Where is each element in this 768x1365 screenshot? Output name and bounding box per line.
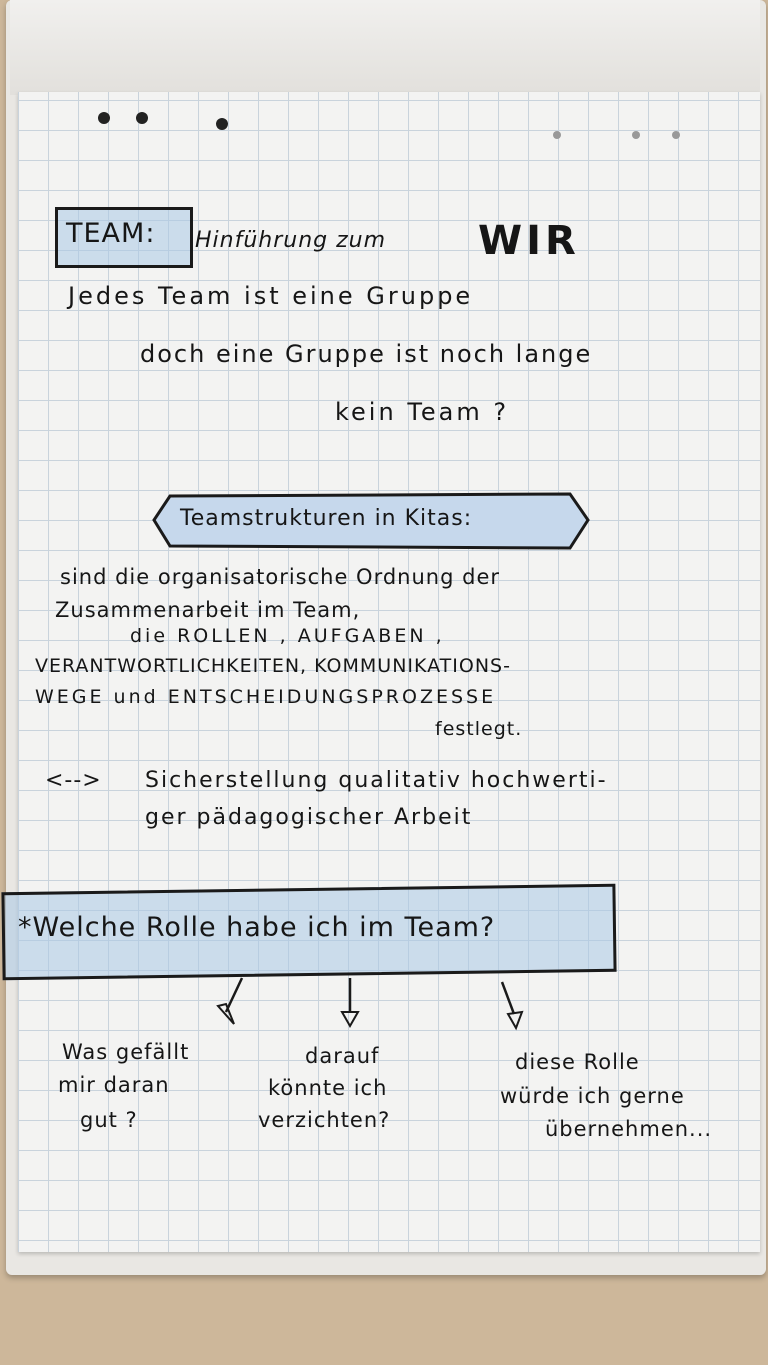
definition-line-4: VERANTWORTLICHKEITEN, KOMMUNIKATIONS- xyxy=(35,655,511,677)
team-label: TEAM: xyxy=(66,218,156,249)
definition-line-1: sind die organisatorische Ordnung der xyxy=(60,565,500,589)
punch-hole xyxy=(136,112,148,124)
definition-line-2: Zusammenarbeit im Team, xyxy=(55,598,361,622)
punch-hole xyxy=(632,131,640,139)
punch-hole xyxy=(216,118,228,130)
arrow-left-head xyxy=(216,1002,235,1025)
branch-2-line-2: könnte ich xyxy=(268,1076,388,1100)
branch-2-line-1: darauf xyxy=(305,1044,380,1068)
punch-hole xyxy=(98,112,110,124)
banner-text: Teamstrukturen in Kitas: xyxy=(180,506,473,531)
intro-line-2: doch eine Gruppe ist noch lange xyxy=(140,340,593,368)
arrow-right-head xyxy=(506,1010,524,1031)
heading-wir: WIR xyxy=(478,218,580,264)
flipchart-top-fold xyxy=(10,0,760,95)
branch-3-line-3: übernehmen... xyxy=(545,1117,713,1141)
banner-shape xyxy=(152,492,590,550)
branch-1-line-2: mir daran xyxy=(58,1073,170,1097)
arrow-middle-head xyxy=(340,1011,360,1029)
branch-3-line-2: würde ich gerne xyxy=(500,1084,685,1108)
arrow-right xyxy=(500,981,516,1015)
arrow-left xyxy=(224,977,244,1013)
flipchart-sheet xyxy=(18,92,760,1252)
definition-line-6: festlegt. xyxy=(435,718,523,740)
section-banner: Teamstrukturen in Kitas: xyxy=(150,490,590,552)
branch-1-line-3: gut ? xyxy=(80,1108,138,1132)
intro-line-3: kein Team ? xyxy=(335,398,510,426)
intro-line-1: Jedes Team ist eine Gruppe xyxy=(68,282,474,310)
branch-2-line-3: verzichten? xyxy=(258,1108,391,1132)
branch-3-line-1: diese Rolle xyxy=(515,1050,640,1074)
branch-1-line-1: Was gefällt xyxy=(62,1040,190,1064)
heading-subtitle: Hinführung zum xyxy=(195,228,387,253)
double-arrow-icon: <--> xyxy=(45,768,102,793)
result-line-2: ger pädagogischer Arbeit xyxy=(145,805,473,830)
question-title: *Welche Rolle habe ich im Team? xyxy=(18,912,496,943)
definition-line-3: die ROLLEN , AUFGABEN , xyxy=(130,625,445,647)
result-line-1: Sicherstellung qualitativ hochwerti- xyxy=(145,768,608,793)
punch-hole xyxy=(553,131,561,139)
punch-hole xyxy=(672,131,680,139)
definition-line-5: WEGE und ENTSCHEIDUNGSPROZESSE xyxy=(35,686,497,708)
team-label-box xyxy=(55,207,193,268)
